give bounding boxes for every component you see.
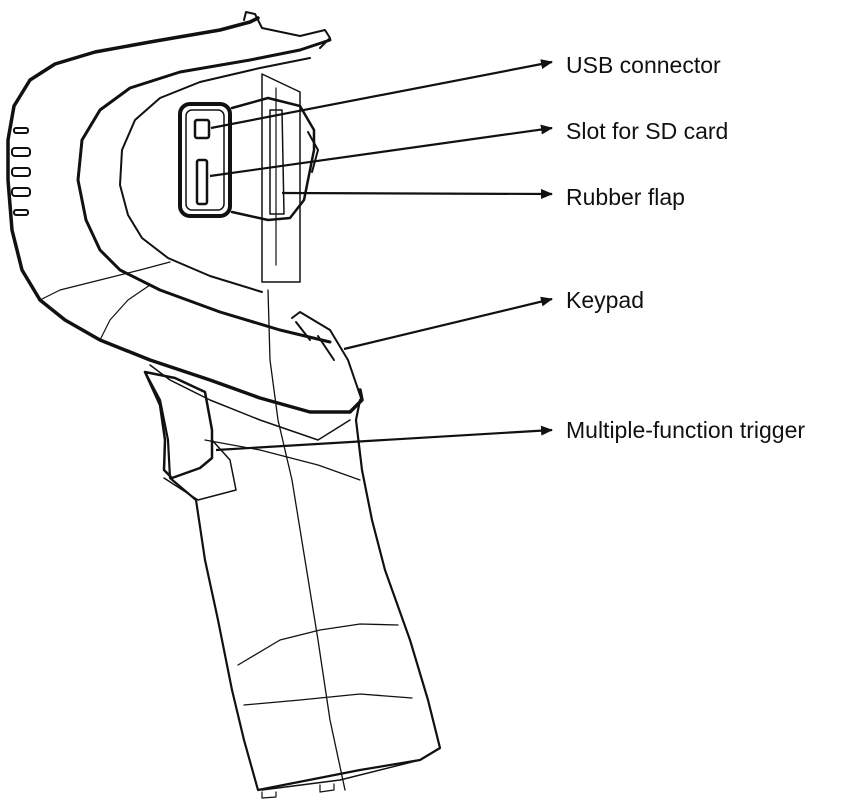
grip-outline [143,370,442,792]
grip-seam-4 [261,759,421,791]
leader-usb [210,59,553,130]
rubber-flap-tab [307,131,319,173]
label-keypad: Keypad [566,287,645,313]
device-top-ridge [243,11,331,49]
device-head-outline [6,16,364,414]
grip-seam-3 [243,693,413,706]
port-recess [178,102,232,218]
label-multiple-function-trigger: Multiple-function trigger [566,417,806,443]
sd-slot [195,158,209,206]
head-panel-line [39,261,171,301]
rubber-flap [230,96,316,222]
leader-keypad [343,296,553,351]
port-recess-inner [185,109,225,211]
bottom-feet [261,783,335,799]
head-bottom-fold [149,364,351,441]
device-head-inner-2 [119,57,311,293]
leader-trigger [215,425,553,452]
label-rubber-flap: Rubber flap [566,184,685,210]
vent-slots [11,127,31,216]
leader-sd [209,124,553,178]
device-head-inner [76,38,332,344]
side-panel [261,73,301,283]
keypad-buttons [295,321,335,361]
trigger-base [163,439,237,501]
rubber-flap-inner [269,109,285,215]
label-usb-connector: USB connector [566,52,721,78]
label-sd-card-slot: Slot for SD card [566,118,729,144]
leader-flap [281,188,553,199]
trigger [143,370,214,480]
head-panel-line-2 [99,284,151,341]
grip-seam-1 [267,289,346,791]
usb-port [193,118,211,140]
keypad-ledge [291,311,361,396]
grip-seam-5 [204,439,361,481]
grip-seam-2 [237,623,399,666]
